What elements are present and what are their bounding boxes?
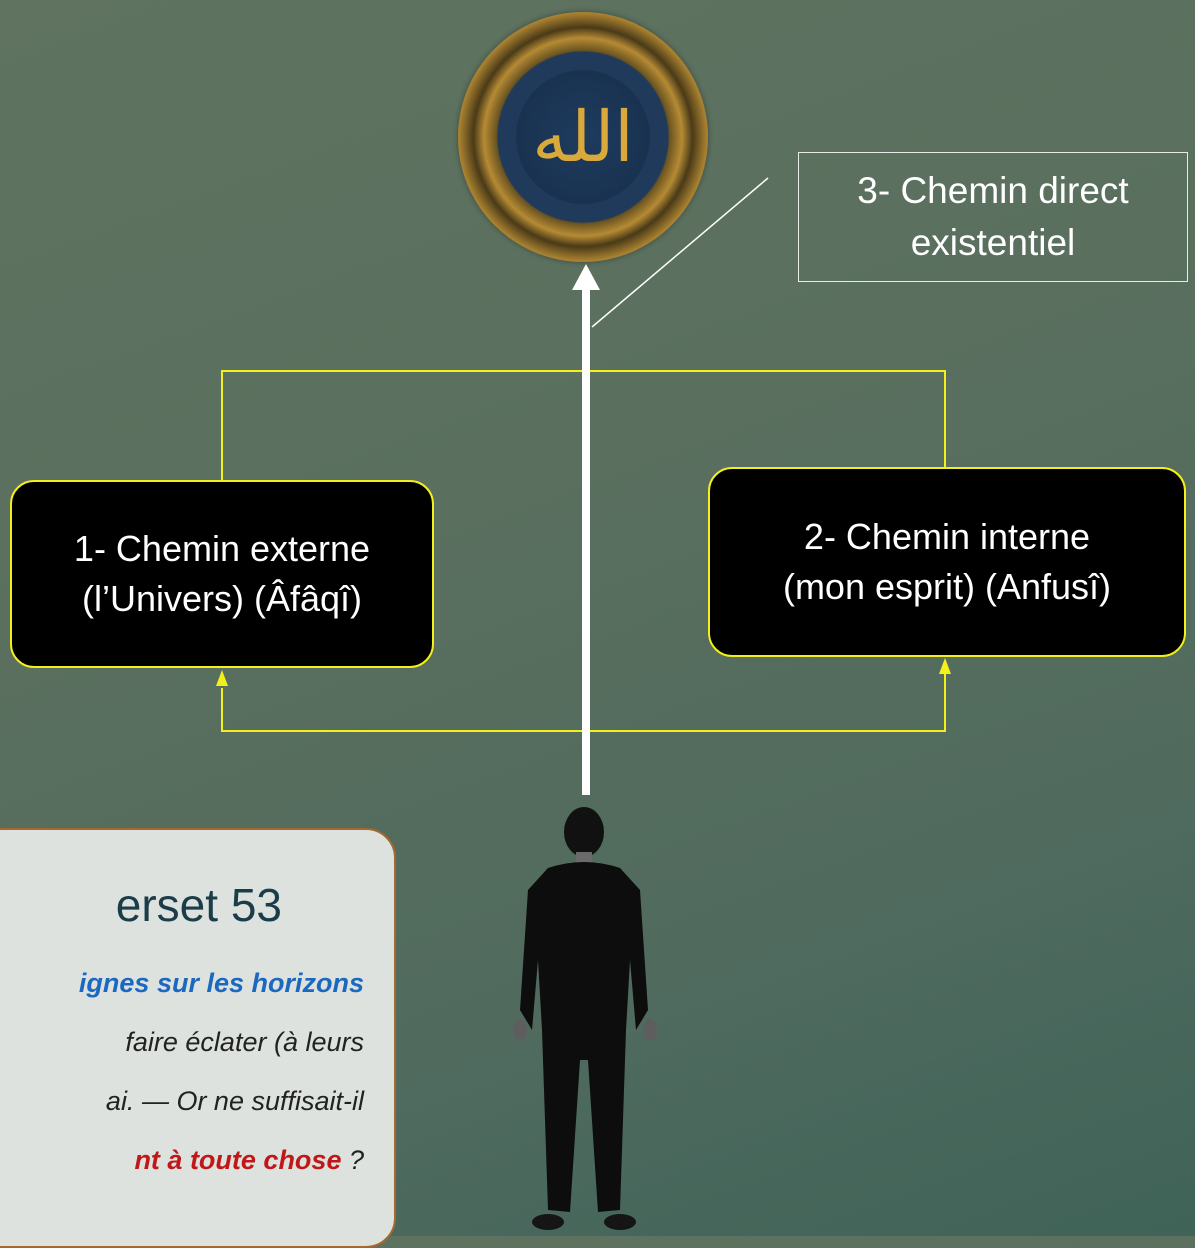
label-leader-line xyxy=(591,177,769,328)
direct-path-label-box: 3- Chemin direct existentiel xyxy=(798,152,1188,282)
direct-path-label: 3- Chemin direct existentiel xyxy=(857,170,1129,263)
internal-path-line1: 2- Chemin interne xyxy=(803,515,1091,557)
internal-path-box: 2- Chemin interne (mon esprit) (Anfusî) xyxy=(708,467,1186,657)
verse-line-4: nt à toute chose ? xyxy=(134,1145,364,1176)
external-path-line2: (l’Univers) (Âfâqî) xyxy=(81,578,363,619)
verse-line-4-highlight: nt à toute chose xyxy=(134,1145,342,1175)
verse-line-1-text: ignes sur les horizons xyxy=(78,968,364,998)
verse-line-4-end: ? xyxy=(341,1145,364,1175)
allah-medallion-icon: الله xyxy=(458,12,708,262)
verse-line-3: ai. — Or ne suffisait-il xyxy=(105,1086,364,1116)
internal-path-line2: (mon esprit) (Anfusî) xyxy=(782,566,1112,607)
verse-line-1: ignes sur les horizons xyxy=(79,968,364,999)
verse-line-2: faire éclater (à leurs xyxy=(125,1027,364,1057)
verse-card: erset 53 ignes sur les horizons faire éc… xyxy=(0,828,396,1248)
arrow-to-external xyxy=(216,670,228,686)
direct-path-arrowhead xyxy=(572,264,600,290)
external-path-line1: 1- Chemin externe xyxy=(73,527,371,569)
verse-title: erset 53 xyxy=(115,879,282,931)
medallion-center: الله xyxy=(516,70,650,204)
external-path-box: 1- Chemin externe (l’Univers) (Âfâqî) xyxy=(10,480,434,668)
arrow-to-internal xyxy=(939,658,951,674)
medallion-calligraphy: الله xyxy=(532,96,634,178)
